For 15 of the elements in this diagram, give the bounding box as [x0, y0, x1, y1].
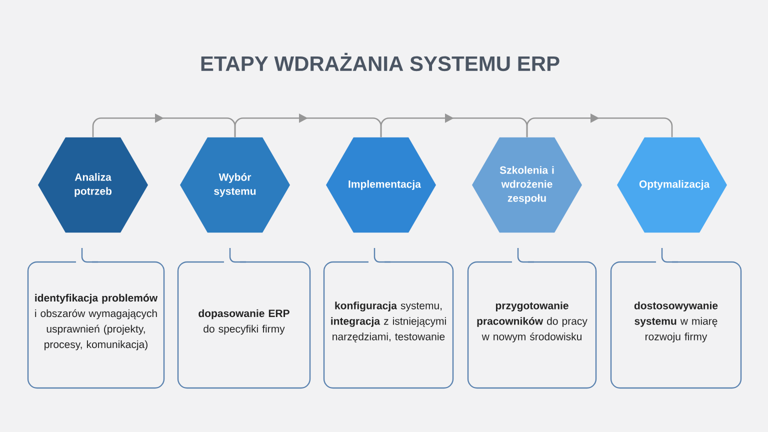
arrow	[92, 113, 236, 138]
step-hexagon: Optymalizacja	[617, 137, 727, 233]
description-box: dopasowanie ERP do specyfiki firmy	[177, 248, 311, 389]
step-hexagon: Szkolenia i wdrożenie zespołu	[472, 137, 582, 233]
arrow	[526, 113, 673, 138]
step-hexagon: Wybór systemu	[180, 137, 290, 233]
description-box: konfiguracja systemu, integracja z istniejącymi narzędziami, testowanie	[323, 248, 454, 389]
arrow	[234, 113, 382, 138]
title: ETAPY WDRAŻANIA SYSTEMU ERP	[201, 52, 560, 72]
description-box: przygotowanie pracowników do pracy w nowym środowisku	[467, 248, 597, 389]
description-box: identyfikacja problemów i obszarów wymagających usprawnień (projekty, procesy, komunikacja)	[27, 248, 165, 389]
step-hexagon: Implementacja	[326, 137, 436, 233]
step-hexagon: Analiza potrzeb	[38, 137, 148, 233]
arrow	[380, 113, 528, 138]
description-box: dostosowywanie systemu w miarę rozwoju firmy	[610, 248, 742, 389]
